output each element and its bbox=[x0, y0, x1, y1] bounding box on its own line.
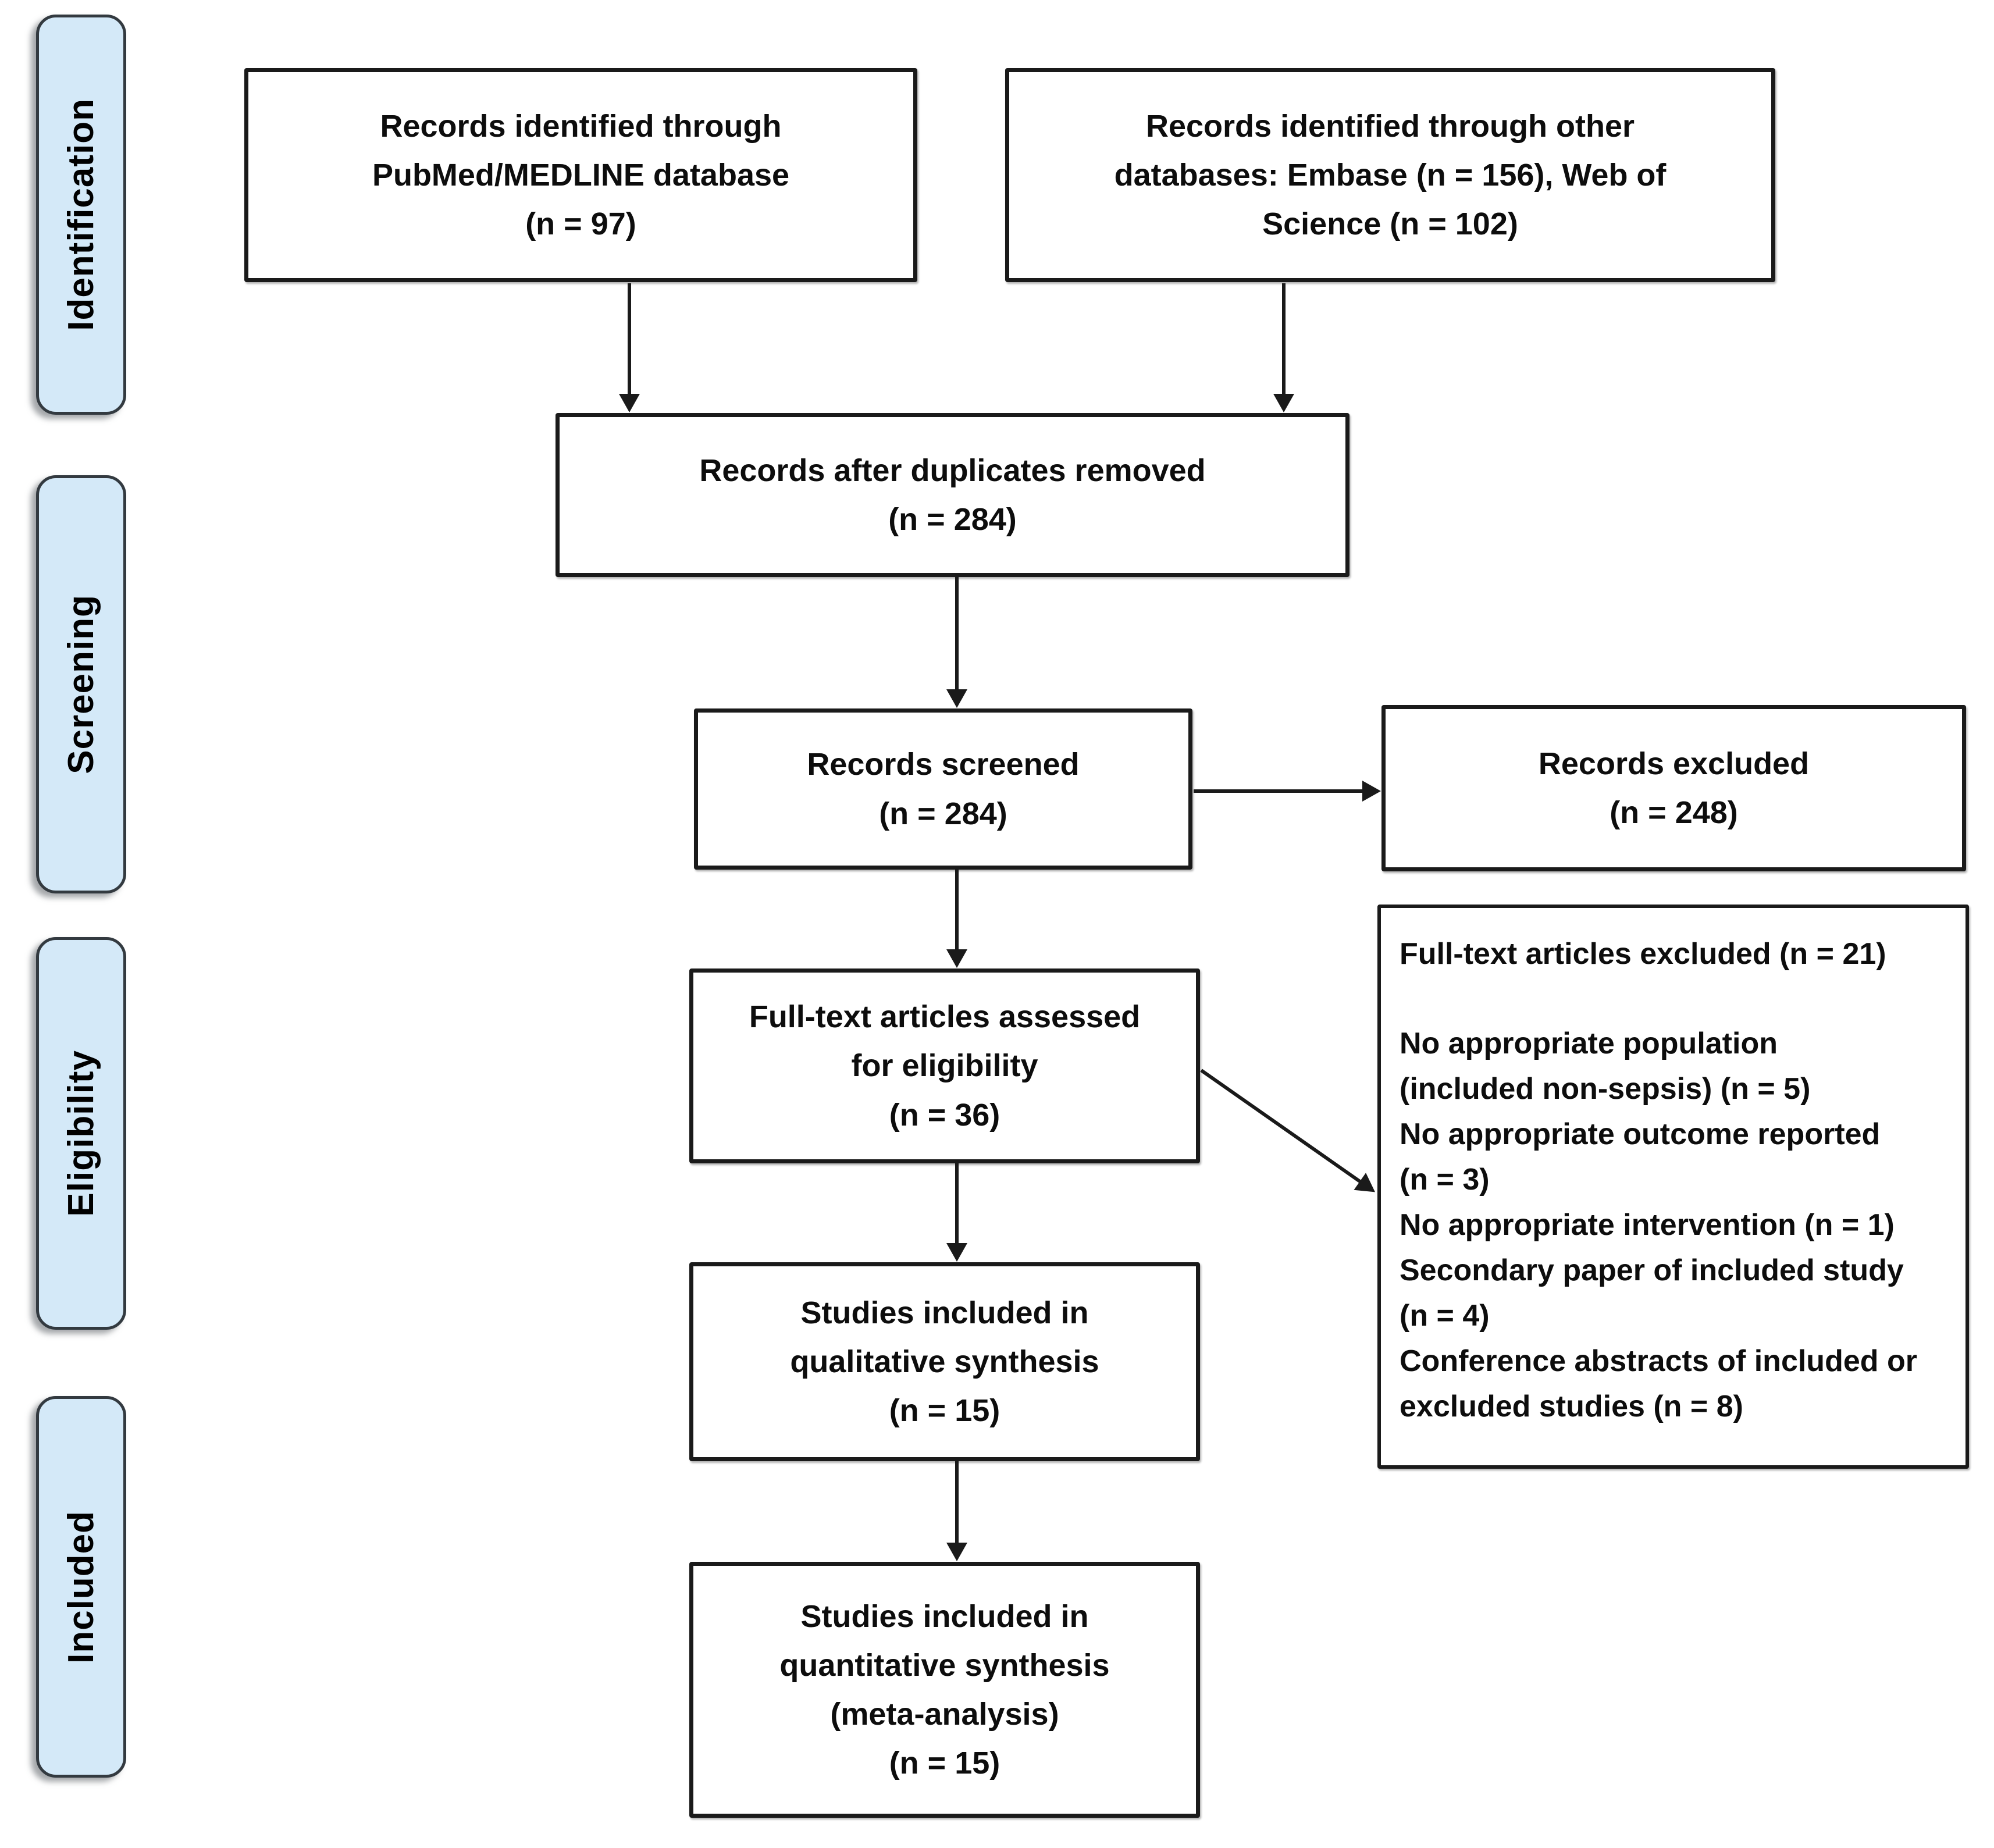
arrow-duplicates-to-screened bbox=[946, 577, 967, 708]
arrow-screened-to-fulltext bbox=[946, 870, 967, 968]
box-records-excluded: Records excluded (n = 248) bbox=[1381, 705, 1966, 871]
arrow-other-to-duplicates bbox=[1273, 283, 1294, 412]
box-records-identified-other-text: Records identified through other databas… bbox=[1114, 108, 1667, 242]
arrowhead-down-icon bbox=[946, 1243, 967, 1262]
stage-label-screening: Screening bbox=[36, 475, 126, 893]
box-records-identified-other: Records identified through other databas… bbox=[1005, 68, 1775, 282]
box-records-excluded-text: Records excluded (n = 248) bbox=[1538, 746, 1810, 830]
fulltext-excluded-reason: No appropriate outcome reported (n = 3) bbox=[1400, 1117, 1881, 1197]
stage-label-identification: Identification bbox=[36, 15, 126, 415]
fulltext-excluded-reason: Conference abstracts of included or excl… bbox=[1400, 1344, 1917, 1423]
arrowhead-right-icon bbox=[1362, 781, 1381, 802]
stage-label-screening-text: Screening bbox=[61, 594, 101, 774]
box-records-screened-text: Records screened (n = 284) bbox=[807, 747, 1080, 831]
arrow-fulltext-to-excluded-reasons bbox=[1200, 1069, 1381, 1201]
arrow-qualitative-to-quantitative bbox=[946, 1461, 967, 1561]
box-records-screened: Records screened (n = 284) bbox=[694, 708, 1192, 870]
box-records-after-duplicates-text: Records after duplicates removed (n = 28… bbox=[699, 453, 1206, 537]
fulltext-excluded-title: Full-text articles excluded (n = 21) bbox=[1400, 937, 1886, 971]
box-records-after-duplicates: Records after duplicates removed (n = 28… bbox=[556, 413, 1349, 577]
arrowhead-down-icon bbox=[1273, 394, 1294, 412]
stage-label-included: Included bbox=[36, 1396, 126, 1778]
arrowhead-down-icon bbox=[946, 1543, 967, 1561]
box-qualitative-synthesis-text: Studies included in qualitative synthesi… bbox=[790, 1295, 1099, 1429]
box-quantitative-synthesis: Studies included in quantitative synthes… bbox=[689, 1562, 1200, 1818]
stage-label-included-text: Included bbox=[61, 1510, 101, 1664]
arrow-pubmed-to-duplicates bbox=[619, 283, 640, 412]
stage-label-eligibility-text: Eligibility bbox=[61, 1050, 101, 1217]
stage-label-eligibility: Eligibility bbox=[36, 937, 126, 1330]
arrow-screened-to-excluded bbox=[1194, 781, 1381, 802]
box-fulltext-assessed-text: Full-text articles assessed for eligibil… bbox=[749, 999, 1141, 1133]
fulltext-excluded-reason: No appropriate population (included non-… bbox=[1400, 1027, 1811, 1106]
arrowhead-down-icon bbox=[619, 394, 640, 412]
box-fulltext-excluded: Full-text articles excluded (n = 21) No … bbox=[1377, 905, 1969, 1469]
box-fulltext-assessed: Full-text articles assessed for eligibil… bbox=[689, 968, 1200, 1163]
box-records-identified-pubmed: Records identified through PubMed/MEDLIN… bbox=[244, 68, 917, 282]
fulltext-excluded-reason: Secondary paper of included study (n = 4… bbox=[1400, 1254, 1904, 1333]
arrowhead-down-icon bbox=[946, 949, 967, 968]
arrow-fulltext-to-qualitative bbox=[946, 1163, 967, 1262]
box-qualitative-synthesis: Studies included in qualitative synthesi… bbox=[689, 1262, 1200, 1461]
arrowhead-down-icon bbox=[946, 689, 967, 708]
fulltext-excluded-reason: No appropriate intervention (n = 1) bbox=[1400, 1208, 1895, 1242]
box-records-identified-pubmed-text: Records identified through PubMed/MEDLIN… bbox=[372, 108, 790, 242]
stage-label-identification-text: Identification bbox=[61, 98, 101, 331]
box-quantitative-synthesis-text: Studies included in quantitative synthes… bbox=[779, 1598, 1110, 1781]
